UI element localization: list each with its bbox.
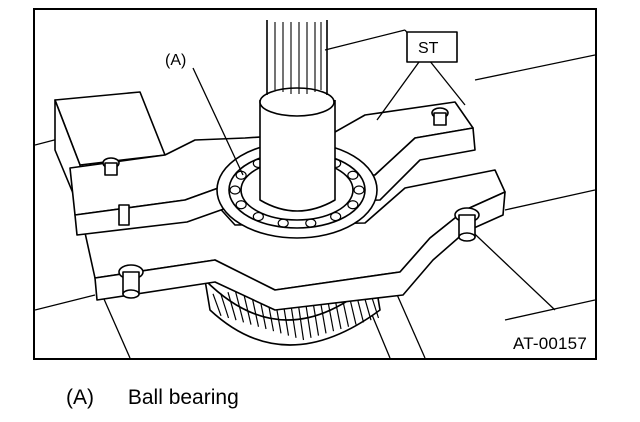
figure-id: AT-00157 bbox=[512, 334, 587, 353]
legend: (A) Ball bearing bbox=[66, 386, 239, 410]
figure-frame: (A) ST AT-00157 bbox=[33, 8, 597, 360]
bolt-mid-left bbox=[118, 204, 130, 226]
callout-leaders bbox=[192, 61, 420, 176]
legend-key: (A) bbox=[66, 386, 94, 409]
legend-text: Ball bearing bbox=[127, 386, 239, 409]
bolt-rear-right bbox=[431, 107, 449, 126]
callout-st-box: ST bbox=[406, 31, 458, 63]
callout-a-label: (A) bbox=[165, 52, 186, 69]
bearing-puller-illustration: (A) ST bbox=[35, 20, 595, 358]
bolt-front-right bbox=[454, 207, 480, 242]
bolt-front-left bbox=[118, 264, 144, 299]
callout-st-label: ST bbox=[418, 40, 439, 57]
shaft bbox=[259, 20, 336, 212]
bolt-rear-left bbox=[102, 157, 120, 176]
